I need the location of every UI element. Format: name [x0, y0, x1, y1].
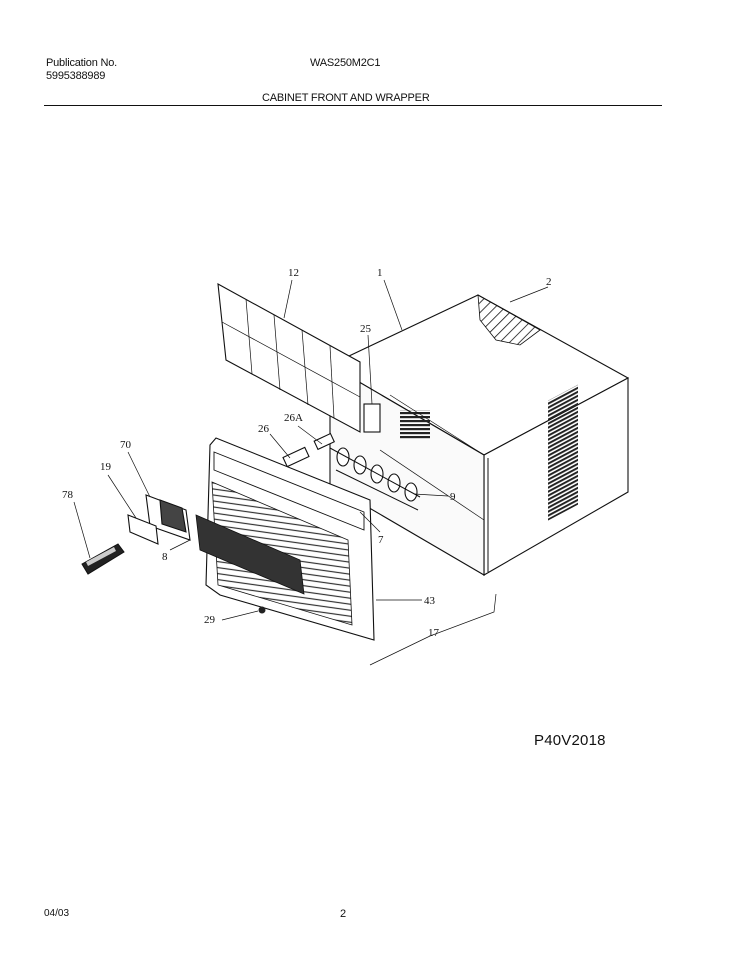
part-26: [282, 446, 310, 468]
callout-26: 26: [258, 423, 270, 435]
bracket-25: [363, 403, 381, 433]
callout-25: 25: [360, 323, 372, 335]
cabinet-wrapper: [328, 294, 630, 576]
air-filter: [217, 283, 361, 433]
callout-29: 29: [204, 614, 216, 626]
header-rule: [44, 105, 662, 106]
figure-code: P40V2018: [534, 732, 606, 749]
control-pad: [127, 514, 159, 545]
callout-8: 8: [162, 551, 168, 563]
publication-number: 5995388989: [46, 70, 106, 82]
remote-control: [81, 543, 125, 575]
inner-louvers: [400, 410, 430, 440]
callout-17: 17: [428, 627, 440, 639]
callout-12: 12: [288, 267, 299, 279]
callout-7: 7: [378, 534, 384, 546]
part-26a: [313, 432, 336, 451]
callout-43: 43: [424, 595, 436, 607]
front-grille: [195, 437, 375, 641]
top-insulation-pad: [477, 294, 541, 346]
callout-9: 9: [450, 491, 456, 503]
section-title: CABINET FRONT AND WRAPPER: [262, 92, 430, 104]
callout-78: 78: [62, 489, 74, 501]
model-number: WAS250M2C1: [310, 57, 381, 69]
callout-19: 19: [100, 461, 112, 473]
page-number: 2: [340, 908, 347, 920]
footer-date: 04/03: [44, 908, 70, 919]
control-housing: [159, 499, 187, 533]
screw: [258, 606, 266, 614]
leader-lines: [73, 279, 549, 666]
callout-2: 2: [546, 276, 552, 288]
callout-70: 70: [120, 439, 132, 451]
publication-label: Publication No.: [46, 57, 117, 69]
air-deflector: [195, 514, 305, 595]
callout-26a: 26A: [284, 412, 303, 424]
evaporator-coil: [329, 447, 421, 511]
callout-1: 1: [377, 267, 383, 279]
side-louvers: [548, 384, 578, 521]
